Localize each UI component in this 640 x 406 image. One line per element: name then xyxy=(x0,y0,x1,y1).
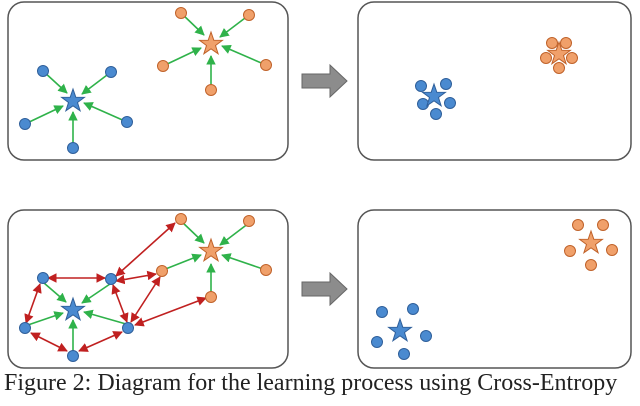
right-arrow-icon xyxy=(301,271,348,307)
panel-top-left xyxy=(7,1,289,161)
transition-arrows xyxy=(301,63,348,307)
star-icon xyxy=(198,237,224,262)
star-icon xyxy=(546,40,572,65)
panels xyxy=(7,1,632,369)
nodes xyxy=(19,7,618,362)
green-edges-bottom-left xyxy=(24,220,267,351)
figure-caption: Figure 2: Diagram for the learning proce… xyxy=(4,370,618,396)
panel-bottom-right xyxy=(357,209,632,369)
star-icon xyxy=(198,30,224,55)
star-icon xyxy=(421,82,447,107)
star-icon xyxy=(60,296,86,321)
star-icon xyxy=(60,87,86,112)
prototype-stars xyxy=(60,30,604,342)
red-edges-bottom-left xyxy=(24,222,207,352)
right-arrow-icon xyxy=(301,63,348,99)
star-icon xyxy=(578,229,604,254)
star-icon xyxy=(387,317,413,342)
panel-top-right xyxy=(357,1,632,161)
